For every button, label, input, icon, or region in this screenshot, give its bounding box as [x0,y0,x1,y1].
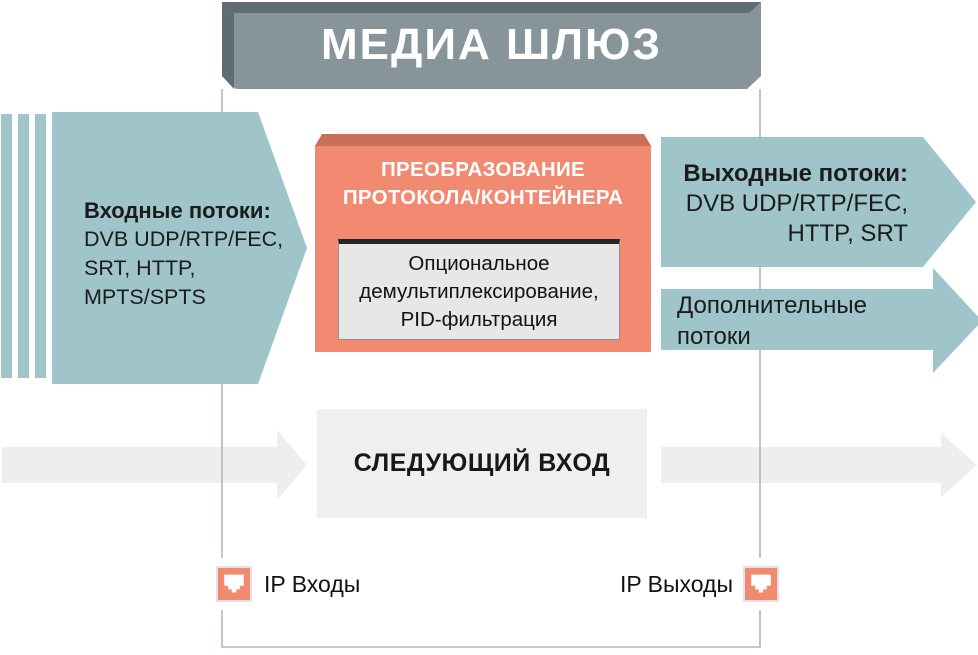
input-stripe-2 [18,114,29,378]
output-streams-title: Выходные потоки: [683,160,908,187]
input-streams-line: MPTS/SPTS [84,285,206,309]
ip-inputs-label: IP Входы [264,571,361,597]
transform-title-line: ПРЕОБРАЗОВАНИЕ [381,158,585,181]
input-stripe-3 [35,114,46,378]
page-title: МЕДИА ШЛЮЗ [321,20,662,69]
output-arrow-shape [661,137,976,267]
additional-streams-line: потоки [677,323,751,350]
output-streams-line: DVB UDP/RTP/FEC, [685,190,908,217]
additional-arrow-shape [661,268,978,373]
additional-streams-text: Дополнительные потоки [677,290,917,352]
flow-arrow-left [2,430,307,500]
header-banner [222,2,761,89]
input-streams-title: Входные потоки: [84,198,271,223]
demux-filter-line: Опциональное [408,252,550,275]
next-input-label: СЛЕДУЮЩИЙ ВХОД [317,409,647,518]
additional-streams-line: Дополнительные [677,292,867,319]
ethernet-port-output-icon [743,566,779,602]
transform-box-title: ПРЕОБРАЗОВАНИЕ ПРОТОКОЛА/КОНТЕЙНЕРА [315,156,651,212]
transform-box-top-bevel [315,134,651,146]
output-streams-text: Выходные потоки: DVB UDP/RTP/FEC, HTTP, … [655,159,908,249]
header-banner-left-bevel [222,2,234,89]
demux-filter-box: Опциональное демультиплексирование, PID-… [338,239,620,340]
input-streams-line: SRT, HTTP, [84,256,196,280]
input-streams-text: Входные потоки: DVB UDP/RTP/FEC, SRT, HT… [84,196,299,312]
flow-arrow-right [661,433,977,497]
input-stripe-1 [1,114,12,378]
ethernet-port-input-icon [216,566,252,602]
header-banner-top-bevel [222,2,761,13]
transform-title-line: ПРОТОКОЛА/КОНТЕЙНЕРА [342,186,624,209]
output-streams-line: HTTP, SRT [787,220,908,247]
demux-filter-line: демультиплексирование, [359,280,599,303]
input-streams-line: DVB UDP/RTP/FEC, [84,227,284,251]
ip-outputs-label: IP Выходы [619,571,733,597]
input-arrow-shape [52,112,307,384]
demux-filter-line: PID-фильтрация [400,308,558,331]
